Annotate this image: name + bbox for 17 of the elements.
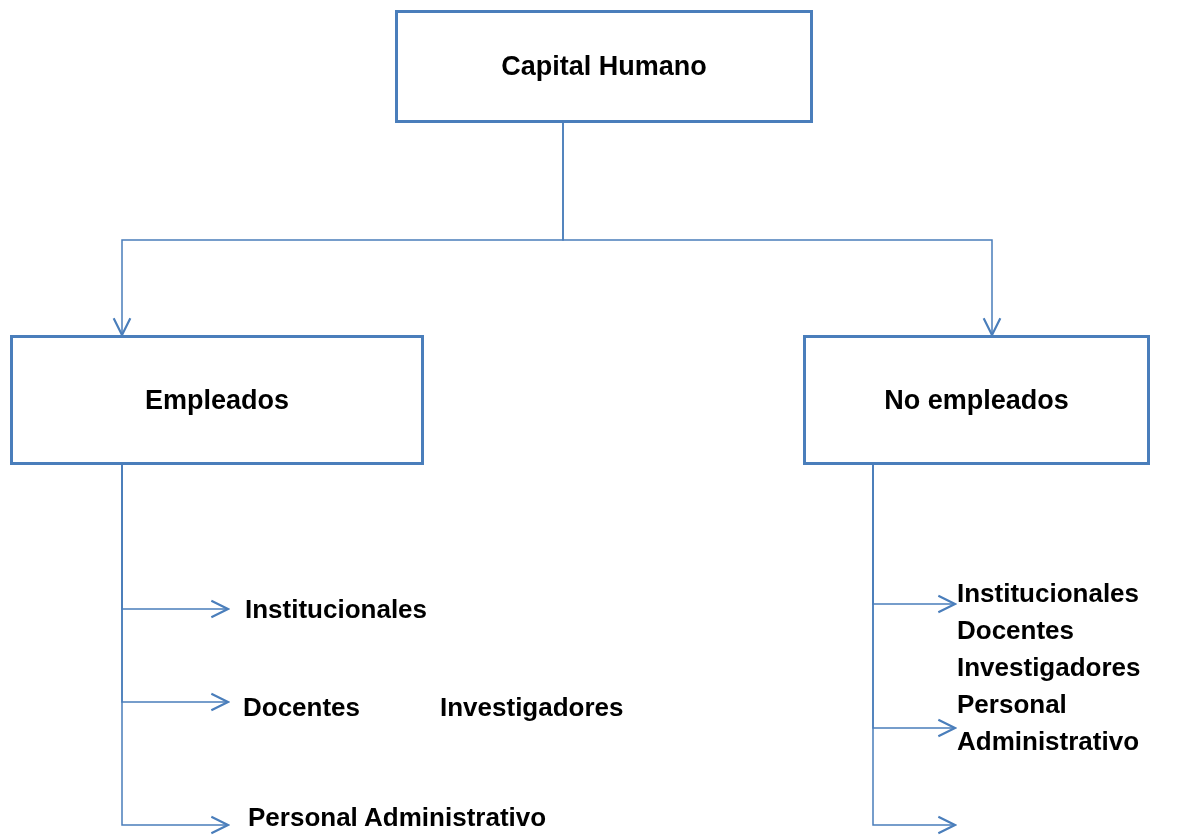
box-label: No empleados: [884, 384, 1069, 416]
process-box: [395, 10, 813, 123]
process-box: [803, 335, 1150, 465]
arrow: [562, 122, 1002, 337]
list-item-text: Personal Administrativo: [228, 799, 638, 835]
box-label: Empleados: [144, 384, 289, 416]
process-box: [10, 335, 424, 465]
arrow: [872, 464, 957, 835]
list-item-text: Investigadores: [436, 689, 686, 726]
arrow: [121, 464, 230, 835]
list-item-text: Investigadores: [955, 649, 1185, 686]
box-label: Capital Humano: [501, 51, 707, 82]
list-item-text: Docentes: [955, 612, 1185, 649]
list-item-text: Institucionales: [955, 575, 1185, 612]
list-item-text: Docentes: [228, 689, 408, 726]
list-item-text: Institucionales: [228, 591, 498, 628]
list-item-text: Personal Administrativo: [955, 686, 1185, 760]
